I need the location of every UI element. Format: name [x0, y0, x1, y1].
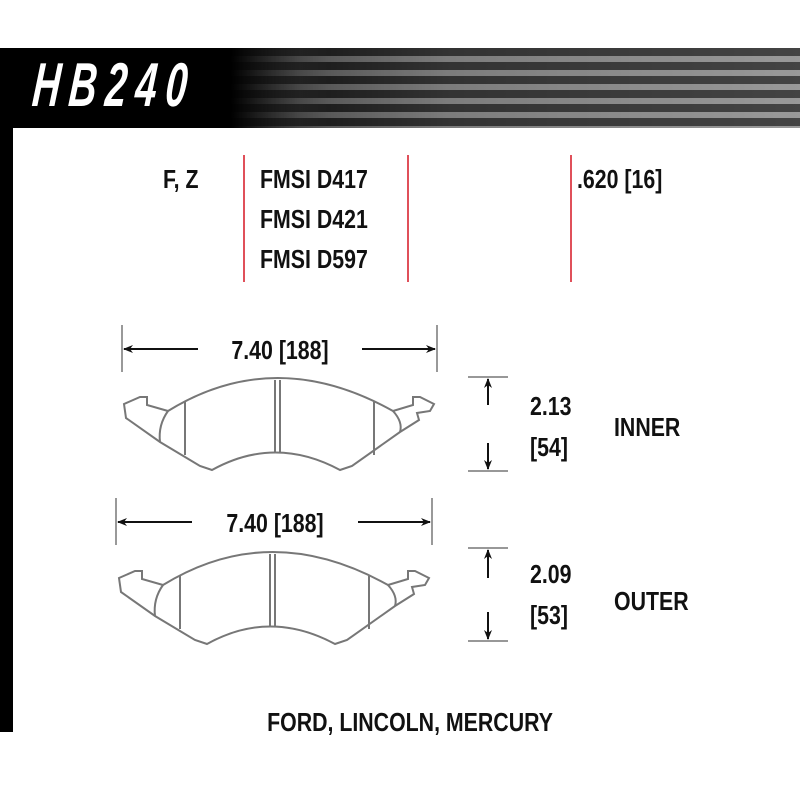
outer-label: OUTER [614, 586, 689, 616]
positions-label: F, Z [163, 164, 199, 194]
inner-height-in: 2.13 [530, 391, 572, 421]
applications-label: FORD, LINCOLN, MERCURY [267, 707, 553, 737]
outer-width-dimension [115, 498, 433, 545]
fmsi-1: FMSI D417 [260, 164, 368, 194]
outer-height-dimension [468, 547, 508, 642]
fmsi-2: FMSI D421 [260, 204, 368, 234]
outer-height-mm: [53] [530, 600, 568, 630]
divider [407, 155, 409, 282]
inner-width-label: 7.40 [188] [231, 335, 329, 365]
divider [570, 155, 572, 282]
header-banner: HB240 [0, 48, 800, 128]
inner-width-dimension [121, 325, 438, 372]
divider [243, 155, 245, 282]
inner-label: INNER [614, 412, 681, 442]
thickness-label: .620 [16] [577, 164, 663, 194]
outer-height-in: 2.09 [530, 559, 572, 589]
left-border [0, 48, 13, 732]
fmsi-3: FMSI D597 [260, 244, 368, 274]
inner-height-dimension [468, 376, 508, 472]
inner-height-mm: [54] [530, 432, 568, 462]
inner-pad [122, 377, 436, 472]
outer-width-label: 7.40 [188] [226, 508, 324, 538]
header-stripes [230, 48, 800, 128]
outer-pad [117, 551, 431, 646]
